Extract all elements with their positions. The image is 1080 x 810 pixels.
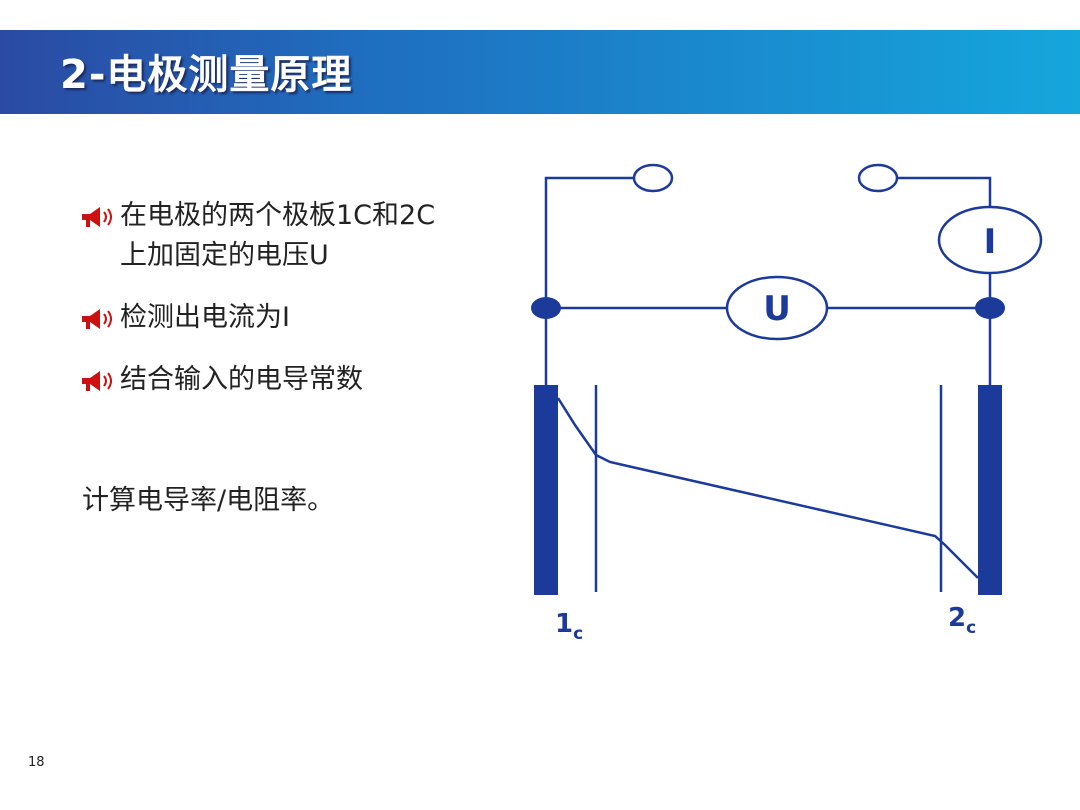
bullet-list: 在电极的两个极板1C和2C上加固定的电压U 检测出电流为I 结合输入的电导常数 (78, 196, 438, 422)
ammeter-label: I (984, 222, 997, 262)
wire-left-terminal (544, 176, 634, 385)
junction-right (975, 297, 1005, 319)
bullet-text: 在电极的两个极板1C和2C上加固定的电压U (120, 200, 436, 271)
slide-title: 2-电极测量原理 (60, 52, 353, 98)
bullet-text: 检测出电流为I (120, 302, 290, 333)
electrode-1c-label: 1c (555, 609, 583, 644)
page-number: 18 (28, 755, 45, 770)
terminal-right (857, 163, 899, 193)
bullet-item: 结合输入的电导常数 (78, 360, 438, 400)
title-bar: 2-电极测量原理 (0, 30, 1080, 114)
megaphone-icon (82, 207, 112, 227)
wire-right-terminal (897, 176, 992, 206)
bullet-text: 结合输入的电导常数 (120, 364, 363, 395)
bullet-item: 在电极的两个极板1C和2C上加固定的电压U (78, 196, 438, 276)
electrode-2c-label: 2c (948, 603, 976, 638)
terminal-left (632, 163, 674, 193)
potential-curve (556, 397, 979, 579)
voltmeter-label: U (763, 289, 791, 329)
megaphone-icon (82, 309, 112, 329)
junction-left (531, 297, 561, 319)
electrode-2c (978, 385, 1002, 595)
note-text: 计算电导率/电阻率。 (82, 485, 335, 516)
electrode-1c (534, 385, 558, 595)
bullet-item: 检测出电流为I (78, 298, 438, 338)
megaphone-icon (82, 371, 112, 391)
